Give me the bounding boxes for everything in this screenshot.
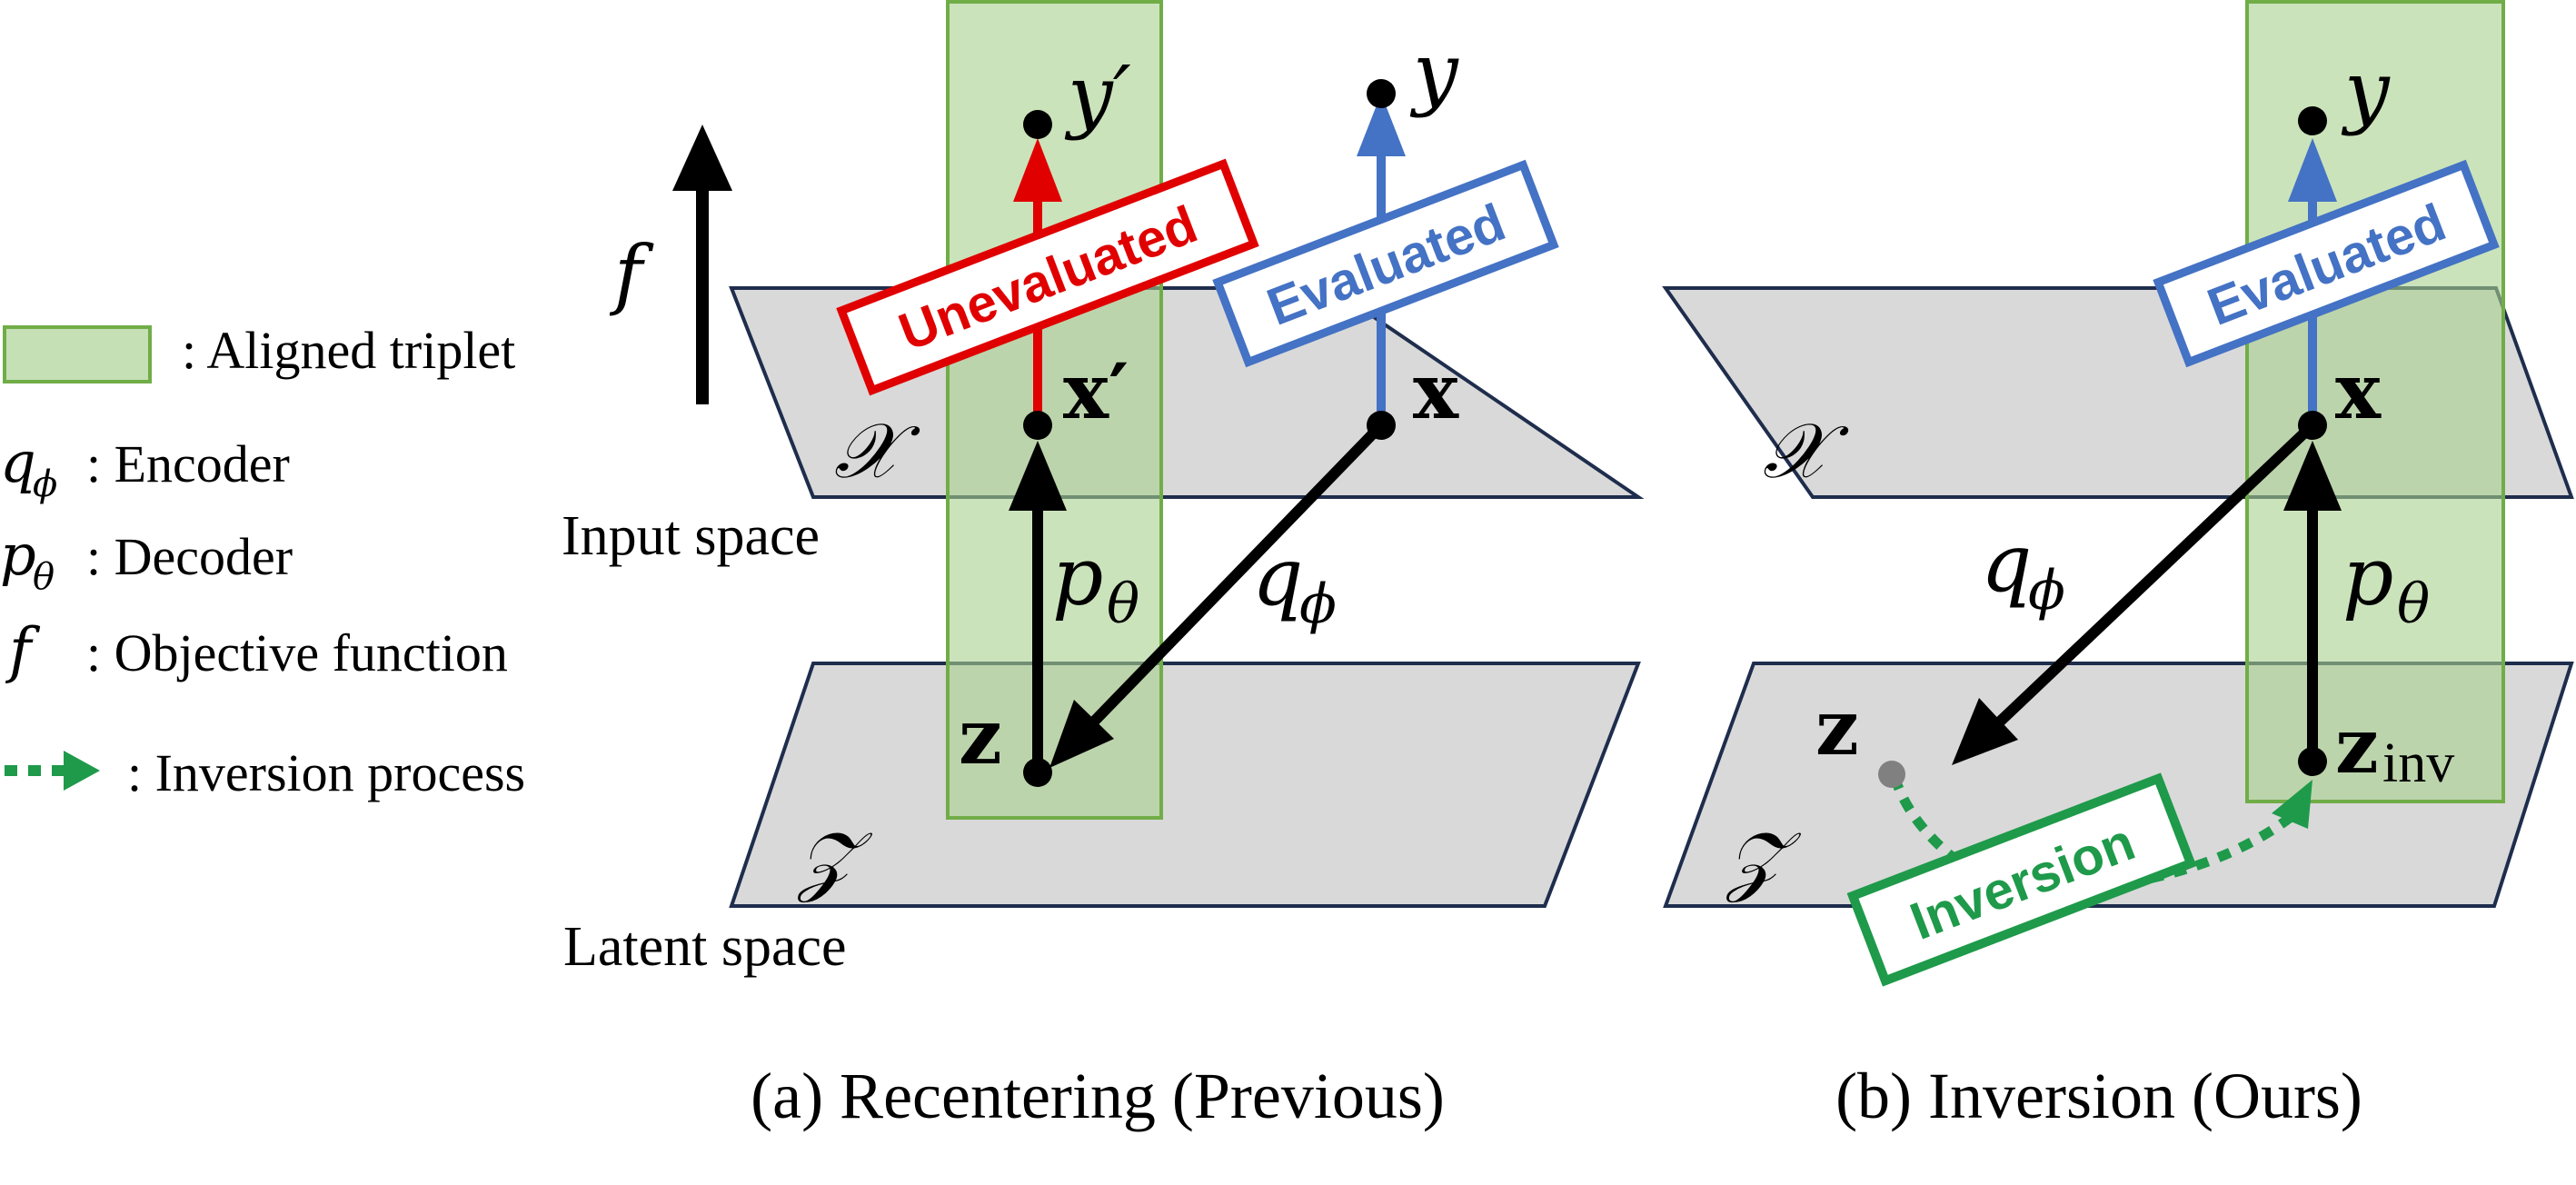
- panel-b: y x z z inv 𝒳 𝒵 p θ q ϕ Evaluated Invers…: [1662, 0, 2574, 1132]
- legend-decoder-symbol: p: [0, 522, 36, 588]
- legend-encoder-symbol: q: [0, 429, 36, 495]
- panel-a-f-label: f: [609, 229, 654, 318]
- legend-decoder-text: : Decoder: [86, 527, 293, 586]
- panel-b-label-z-inv-sub: inv: [2382, 732, 2454, 794]
- legend-aligned-swatch: [3, 325, 152, 383]
- panel-b-point-z-inv: [2298, 747, 2327, 776]
- legend-objective-symbol: f: [5, 615, 41, 685]
- panel-a-input-space-label: Input space: [562, 505, 820, 567]
- panel-a-p-theta-sub: θ: [1107, 573, 1139, 636]
- legend-objective-text: : Objective function: [86, 623, 508, 682]
- legend-decoder-sub: θ: [33, 556, 55, 598]
- panel-a: f y′ y x′ x z �: [562, 0, 1645, 1132]
- panel-b-point-z: [1878, 761, 1905, 788]
- panel-b-q-phi-sub: ϕ: [2028, 559, 2065, 622]
- panel-a-label-y: y: [1409, 25, 1459, 119]
- legend: : Aligned triplet q ϕ : Encoder p θ : De…: [0, 321, 525, 802]
- panel-b-label-z: z: [1815, 682, 1859, 772]
- panel-a-point-x: [1367, 411, 1396, 440]
- panel-b-label-z-inv: z: [2335, 701, 2379, 791]
- panel-a-f-arrow: [672, 124, 732, 404]
- panel-b-decoder-arrow: [2283, 441, 2342, 762]
- panel-a-caption: (a) Recentering (Previous): [751, 1060, 1445, 1132]
- panel-b-point-x: [2298, 411, 2327, 440]
- panel-b-label-x: x: [2335, 346, 2382, 436]
- panel-a-label-z: z: [959, 692, 1002, 782]
- panel-a-p-theta: p: [1052, 530, 1103, 623]
- panel-a-latent-space-label: Latent space: [563, 916, 847, 978]
- panel-a-decoder-arrow: [1009, 441, 1067, 772]
- legend-inversion-arrow-icon: [5, 751, 100, 791]
- panel-a-point-x-prime: [1023, 411, 1052, 440]
- panel-a-q-phi: q: [1252, 530, 1303, 623]
- panel-a-encoder-arrow: [1049, 421, 1386, 768]
- panel-b-caption: (b) Inversion (Ours): [1835, 1060, 2362, 1132]
- panel-a-q-phi-sub: ϕ: [1299, 573, 1337, 636]
- panel-a-label-x: x: [1413, 346, 1459, 436]
- panel-a-point-y: [1367, 79, 1396, 108]
- panel-b-point-y: [2298, 106, 2327, 135]
- legend-encoder-sub: ϕ: [33, 463, 57, 505]
- panel-b-q-phi: q: [1981, 516, 2032, 610]
- panel-b-p-theta: p: [2342, 530, 2393, 623]
- panel-b-label-y: y: [2341, 44, 2391, 137]
- panel-a-label-y-prime: y′: [1064, 48, 1131, 142]
- panel-b-p-theta-sub: θ: [2397, 573, 2430, 636]
- panel-a-point-y-prime: [1023, 110, 1052, 139]
- panel-a-latent-plane: [729, 662, 1641, 908]
- legend-inversion-text: : Inversion process: [127, 743, 525, 802]
- legend-aligned-text: : Aligned triplet: [182, 321, 515, 380]
- legend-encoder-text: : Encoder: [86, 434, 290, 493]
- panel-a-point-z: [1023, 758, 1052, 787]
- panel-a-label-x-prime: x′: [1063, 346, 1129, 436]
- panel-b-encoder-arrow: [1952, 421, 2317, 765]
- panel-b-aligned-column: [2245, 0, 2505, 803]
